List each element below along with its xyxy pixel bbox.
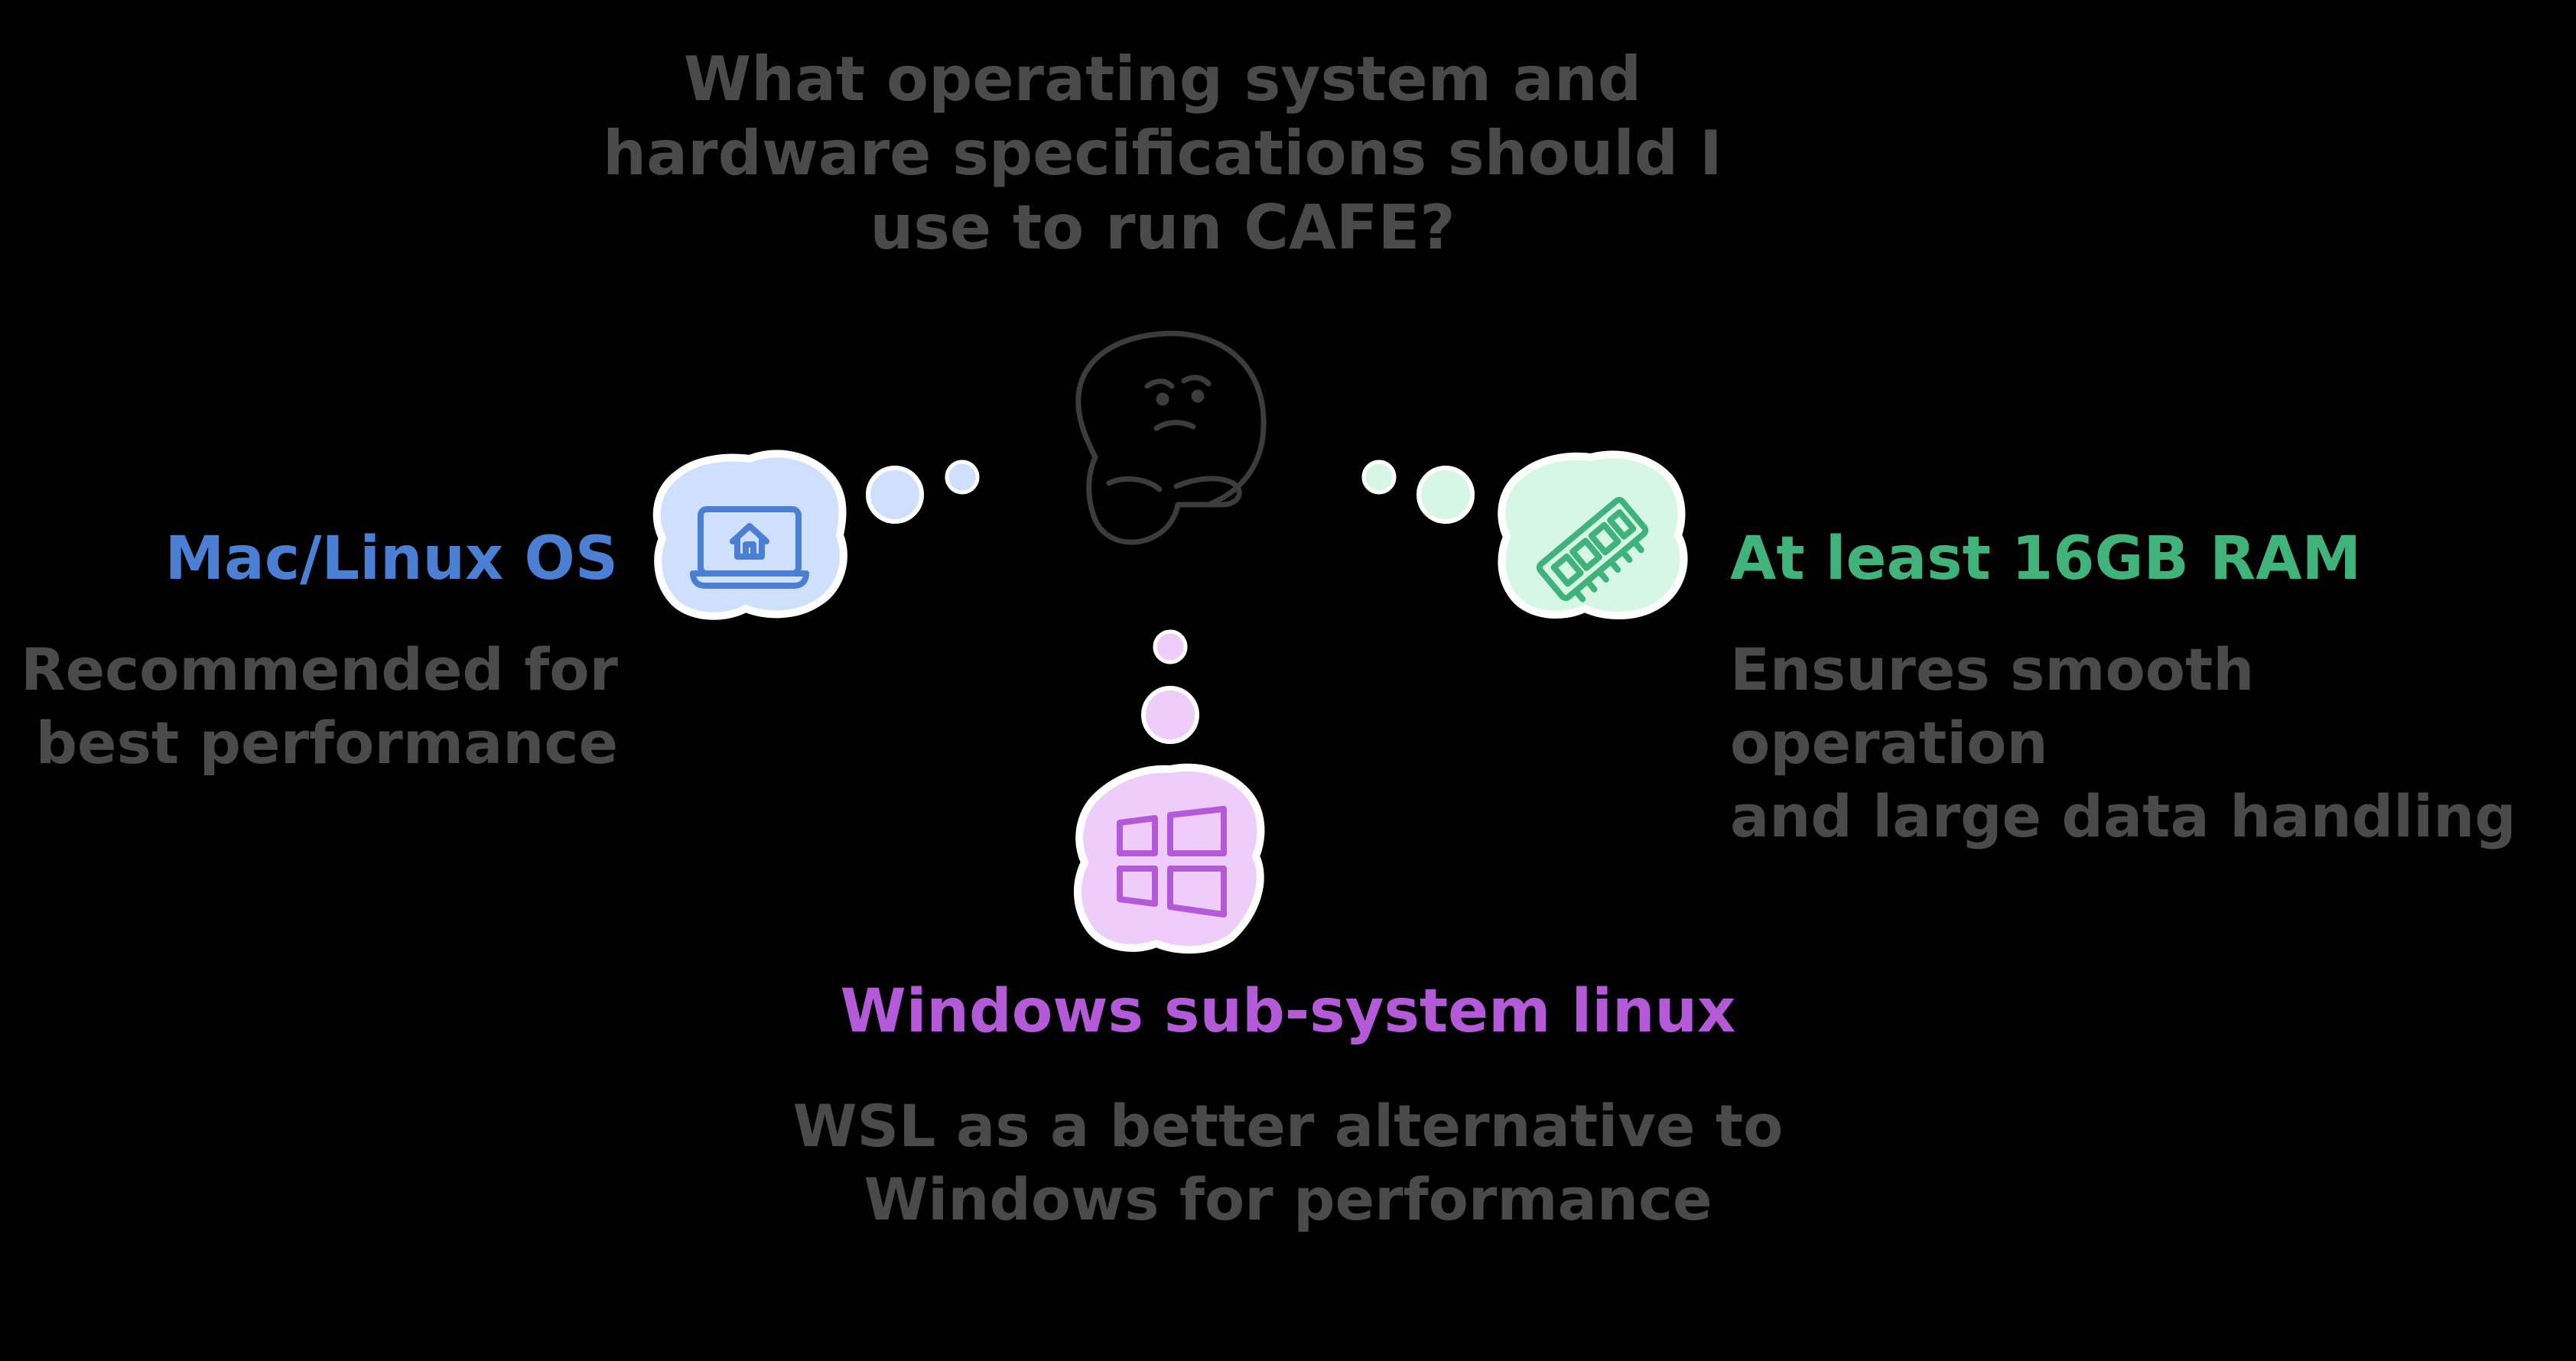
ram-option-title: At least 16GB RAM [1730, 525, 2362, 593]
windows-logo-icon [1117, 806, 1227, 918]
ram-option-node [1498, 450, 1688, 620]
question-text: What operating system and hardware speci… [603, 44, 1722, 263]
windows-blob [1074, 763, 1265, 954]
windows-option-title: Windows sub-system linux [840, 977, 1736, 1046]
thought-bubbles-ram [1361, 460, 1475, 524]
thought-bubbles-windows [1141, 629, 1199, 744]
windows-option-node [1074, 763, 1265, 954]
windows-option-description: WSL as a better alternative to Windows f… [792, 1092, 1784, 1233]
ram-memory-icon [1536, 497, 1649, 603]
laptop-home-icon [690, 506, 809, 589]
ram-option-description: Ensures smooth operation and large data … [1730, 635, 2516, 850]
mac-option-node [652, 450, 847, 620]
mac-blob [652, 450, 847, 620]
thinking-face-icon [1075, 330, 1267, 545]
mac-option-description: Recommended for best performance [21, 635, 618, 777]
thought-bubbles-mac [866, 460, 980, 524]
mac-option-title: Mac/Linux OS [164, 525, 618, 593]
